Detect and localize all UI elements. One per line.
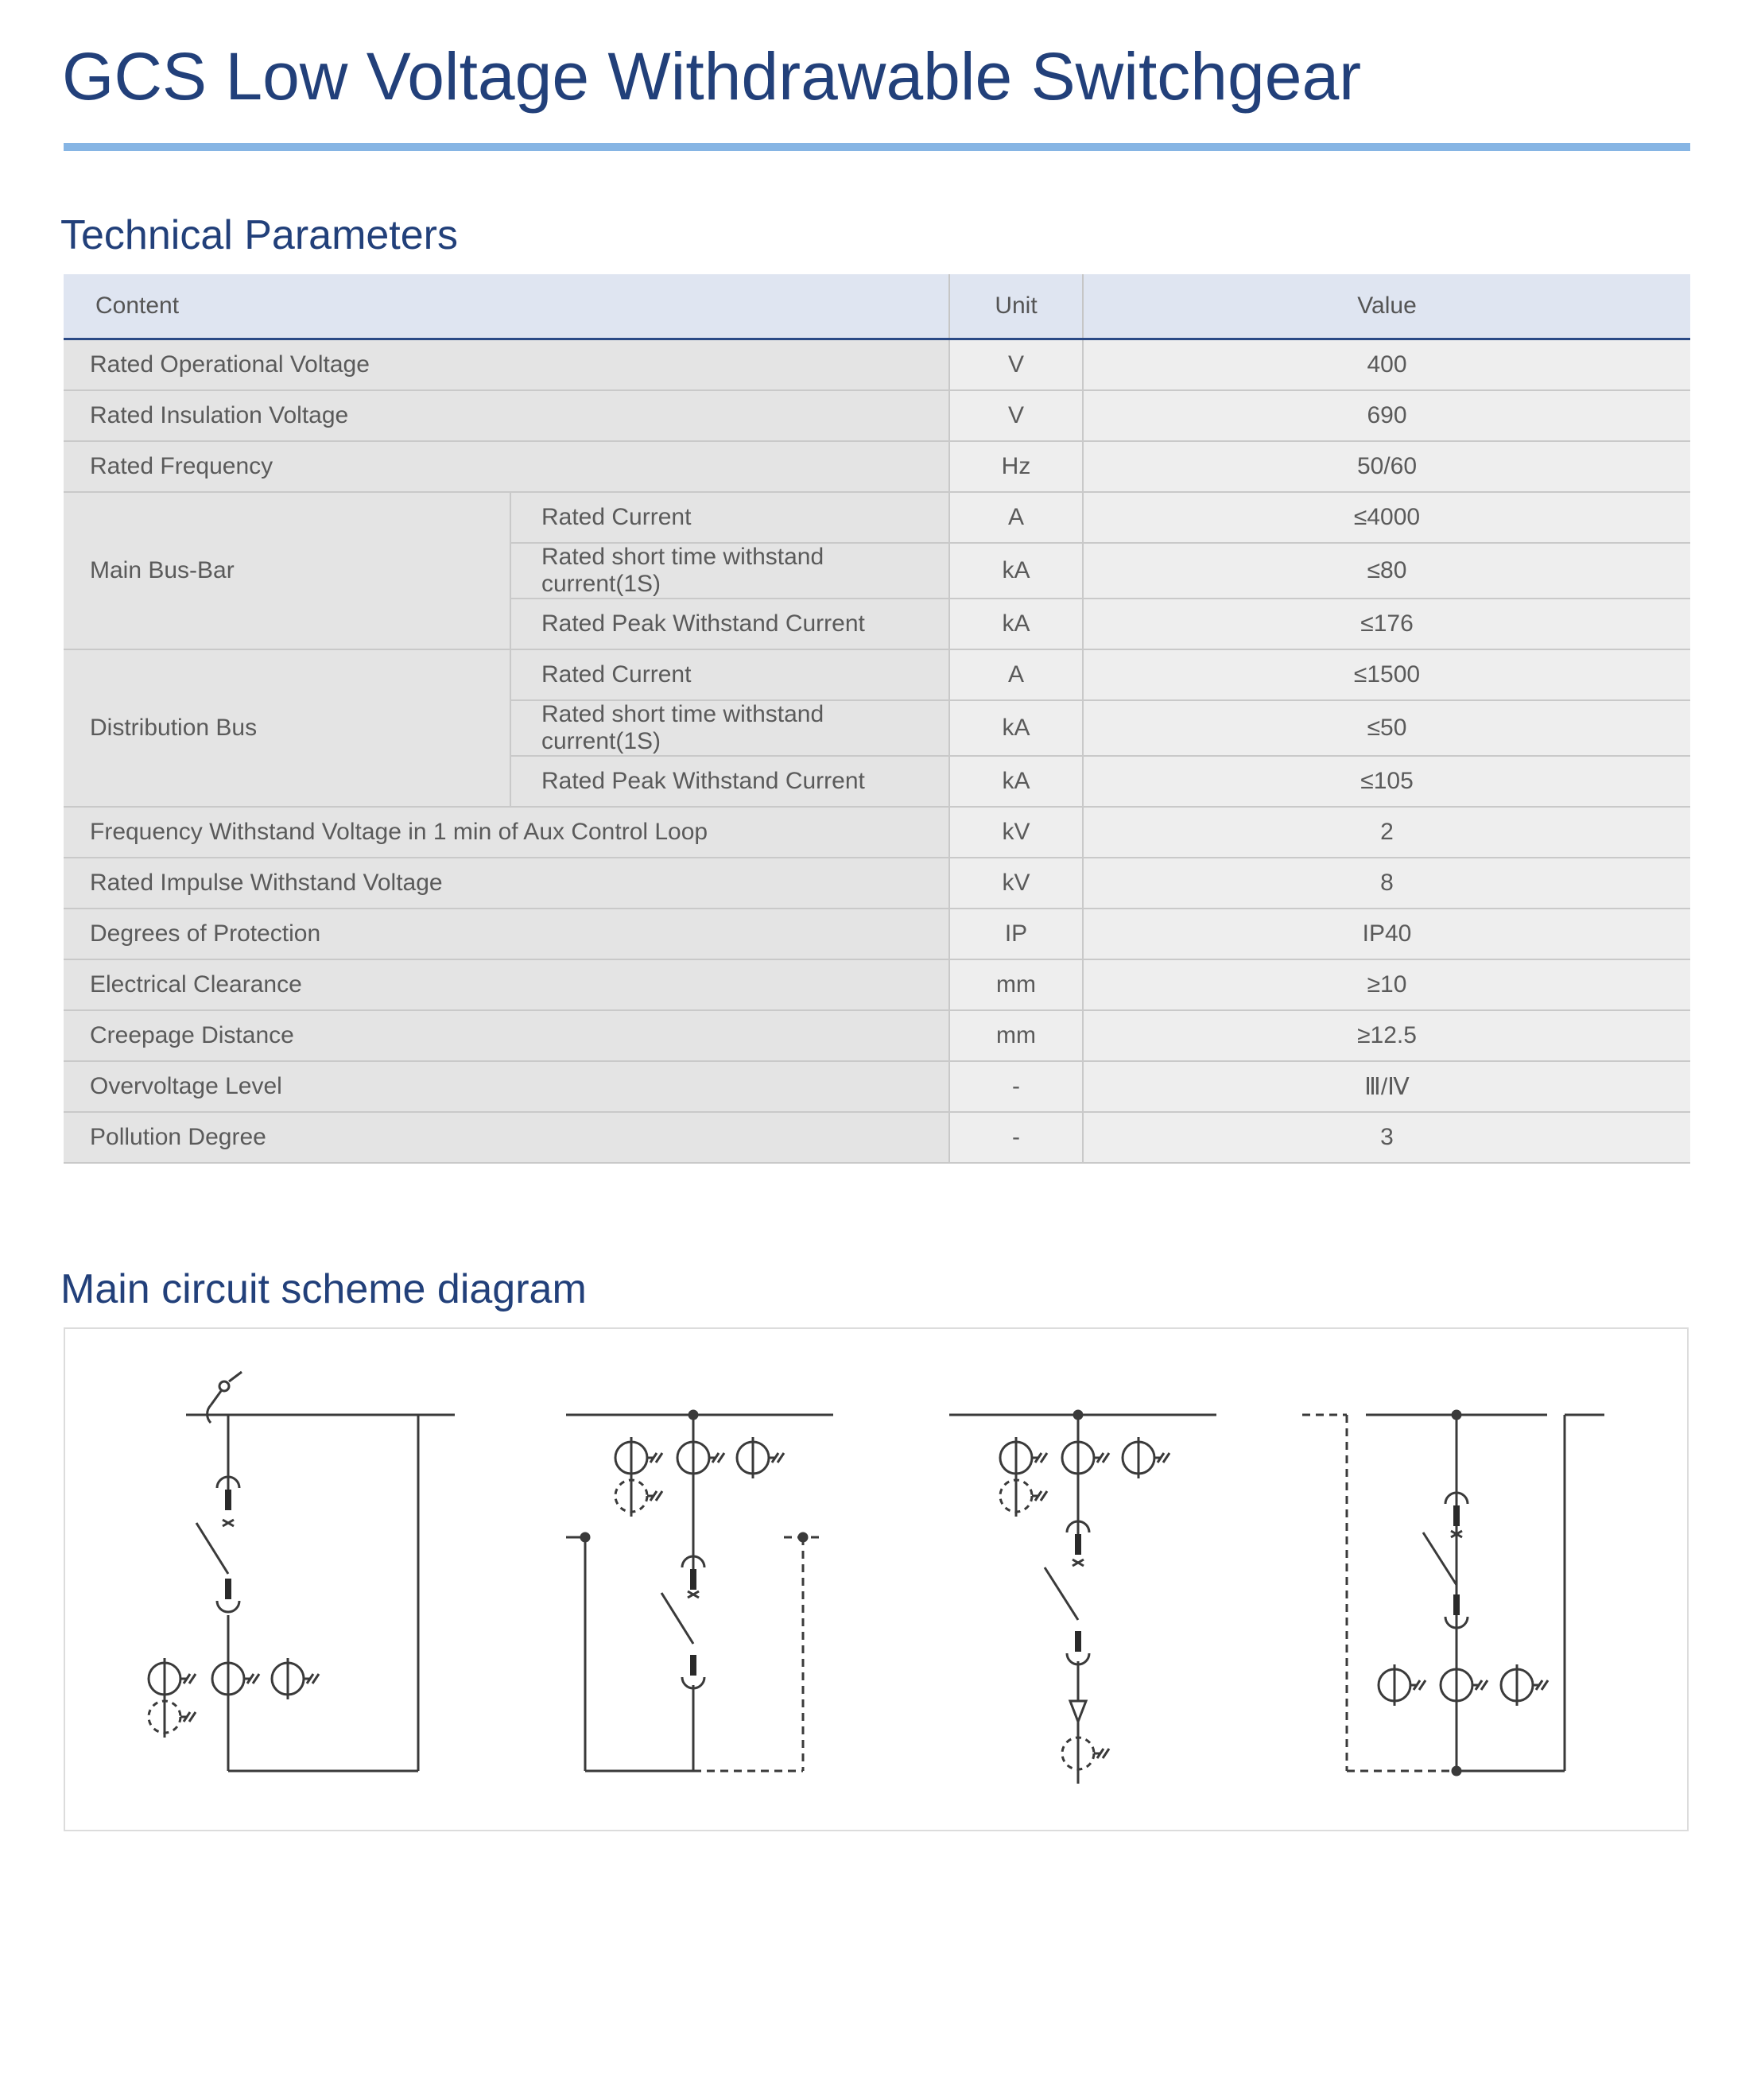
table-header-row: Content Unit Value [64, 274, 1691, 340]
row-value: 3 [1083, 1112, 1691, 1164]
table-row: Main Bus-Bar Rated Current A ≤4000 [64, 492, 1691, 650]
table-row: Rated Frequency Hz 50/60 [64, 441, 1691, 493]
row-value: 50/60 [1083, 441, 1691, 493]
row-value: ≤1500 [1083, 649, 1691, 701]
technical-parameters-heading: Technical Parameters [60, 212, 458, 258]
row-value: ≤105 [1083, 756, 1691, 808]
table-row: Rated Peak Withstand Current kA ≤176 [64, 599, 1691, 650]
table-row: Rated short time withstand current(1S) k… [64, 543, 1691, 599]
table-row: Rated Insulation Voltage V 690 [64, 390, 1691, 442]
row-unit: kA [949, 599, 1084, 650]
page-title: GCS Low Voltage Withdrawable Switchgear [62, 39, 1362, 114]
row-unit: - [949, 1061, 1084, 1113]
row-unit: mm [949, 1010, 1084, 1062]
scheme-2 [566, 1409, 833, 1773]
scheme-4 [1302, 1409, 1604, 1776]
row-value: IP40 [1083, 909, 1691, 960]
circuit-diagram-panel [64, 1327, 1689, 1831]
row-sub-content: Rated Current [510, 492, 951, 544]
row-value: 2 [1083, 807, 1691, 858]
row-sub-content: Rated Peak Withstand Current [510, 599, 951, 650]
column-header-unit: Unit [949, 274, 1084, 340]
row-content: Electrical Clearance [64, 959, 951, 1011]
row-content: Rated Impulse Withstand Voltage [64, 858, 951, 909]
row-value: ≤4000 [1083, 492, 1691, 544]
row-value: ≤80 [1083, 543, 1691, 599]
title-underline [64, 143, 1690, 151]
column-header-value: Value [1083, 274, 1691, 340]
scheme-1 [147, 1370, 455, 1773]
circuit-diagram-svg [147, 1370, 1604, 1784]
row-unit: A [949, 649, 1084, 701]
circuit-diagram-heading: Main circuit scheme diagram [60, 1266, 587, 1312]
row-sub-content: Rated short time withstand current(1S) [510, 700, 951, 757]
column-header-content: Content [64, 274, 951, 340]
table-row: Overvoltage Level - Ⅲ/Ⅳ [64, 1061, 1691, 1113]
row-unit: V [949, 390, 1084, 442]
group-main-bus-bar: Main Bus-Bar [64, 492, 511, 650]
row-unit: Hz [949, 441, 1084, 493]
row-unit: IP [949, 909, 1084, 960]
row-unit: kV [949, 807, 1084, 858]
row-content: Creepage Distance [64, 1010, 951, 1062]
table-row: Creepage Distance mm ≥12.5 [64, 1010, 1691, 1062]
row-content: Rated Frequency [64, 441, 951, 493]
row-value: ≥12.5 [1083, 1010, 1691, 1062]
row-sub-content: Rated Current [510, 649, 951, 701]
row-unit: kA [949, 543, 1084, 599]
row-content: Rated Operational Voltage [64, 339, 951, 391]
row-value: Ⅲ/Ⅳ [1083, 1061, 1691, 1113]
row-unit: kV [949, 858, 1084, 909]
row-content: Pollution Degree [64, 1112, 951, 1164]
row-unit: kA [949, 756, 1084, 808]
table-row: Rated short time withstand current(1S) k… [64, 700, 1691, 757]
row-content: Frequency Withstand Voltage in 1 min of … [64, 807, 951, 858]
row-sub-content: Rated short time withstand current(1S) [510, 543, 951, 599]
row-value: ≤176 [1083, 599, 1691, 650]
row-value: ≤50 [1083, 700, 1691, 757]
row-sub-content: Rated Peak Withstand Current [510, 756, 951, 808]
row-unit: V [949, 339, 1084, 391]
table-row: Rated Impulse Withstand Voltage kV 8 [64, 858, 1691, 909]
table-row: Degrees of Protection IP IP40 [64, 909, 1691, 960]
technical-parameters-table: Content Unit Value Rated Operational Vol… [64, 274, 1691, 1164]
row-value: 400 [1083, 339, 1691, 391]
row-content: Rated Insulation Voltage [64, 390, 951, 442]
row-unit: - [949, 1112, 1084, 1164]
row-unit: mm [949, 959, 1084, 1011]
table-row: Pollution Degree - 3 [64, 1112, 1691, 1164]
table-row: Electrical Clearance mm ≥10 [64, 959, 1691, 1011]
scheme-3 [949, 1409, 1216, 1784]
table-row: Distribution Bus Rated Current A ≤1500 [64, 649, 1691, 808]
table-row: Rated Peak Withstand Current kA ≤105 [64, 756, 1691, 808]
row-value: ≥10 [1083, 959, 1691, 1011]
row-content: Overvoltage Level [64, 1061, 951, 1113]
row-unit: kA [949, 700, 1084, 757]
table-row: Rated Operational Voltage V 400 [64, 339, 1691, 391]
row-value: 690 [1083, 390, 1691, 442]
table-row: Frequency Withstand Voltage in 1 min of … [64, 807, 1691, 858]
row-value: 8 [1083, 858, 1691, 909]
group-distribution-bus: Distribution Bus [64, 649, 511, 808]
row-content: Degrees of Protection [64, 909, 951, 960]
row-unit: A [949, 492, 1084, 544]
